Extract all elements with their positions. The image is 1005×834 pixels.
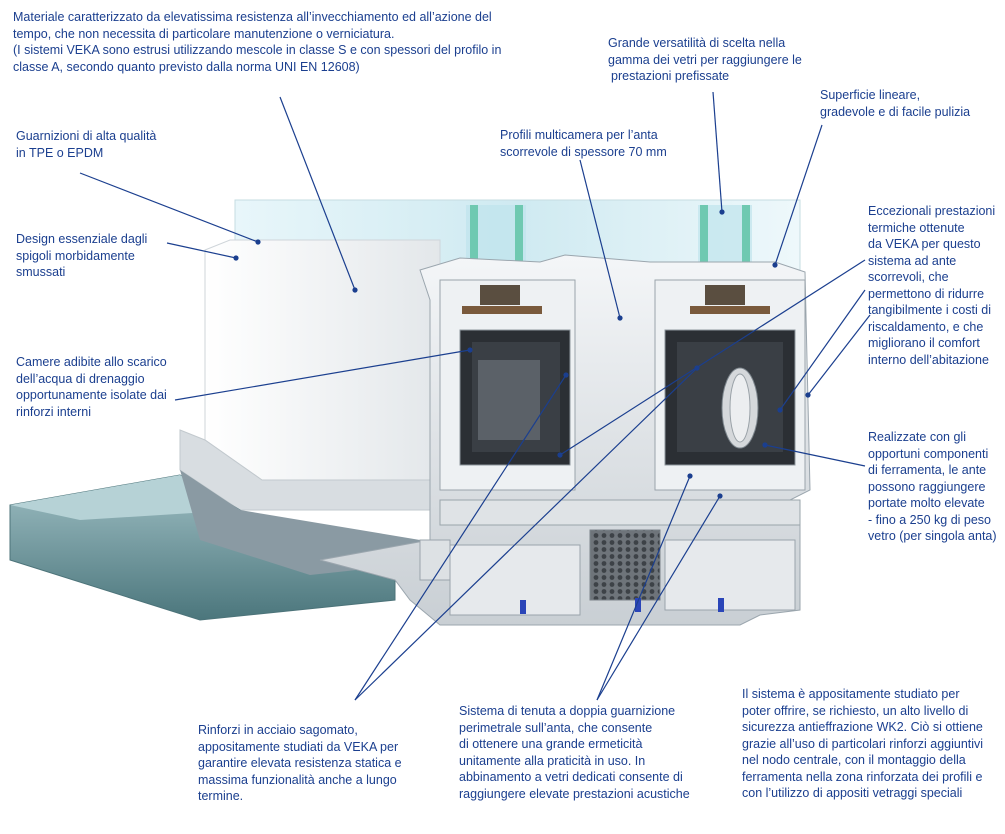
label-material: Materiale caratterizzato da elevatissima… xyxy=(13,10,502,74)
profile-cross-section xyxy=(319,254,811,626)
label-sealing: Sistema di tenuta a doppia guarnizione p… xyxy=(459,704,690,801)
label-security: Il sistema è appositamente studiato per … xyxy=(742,687,984,800)
label-hardware: Realizzate con gli opportuni componenti … xyxy=(868,430,997,543)
label-design: Design essenziale dagli spigoli morbidam… xyxy=(16,232,148,279)
label-gaskets: Guarnizioni di alta qualità in TPE o EPD… xyxy=(16,129,157,160)
label-thermal: Eccezionali prestazioni termiche ottenut… xyxy=(868,204,996,367)
label-multichamber: Profili multicamera per l’anta scorrevol… xyxy=(500,128,667,159)
label-reinforcement: Rinforzi in acciaio sagomato, appositame… xyxy=(198,723,402,803)
label-surface: Superficie lineare, gradevole e di facil… xyxy=(820,88,971,119)
sash-face xyxy=(179,239,441,511)
leader-lines xyxy=(79,91,871,701)
label-drainage: Camere adibite allo scarico dell’acqua d… xyxy=(16,355,167,419)
label-glass-choice: Grande versatilità di scelta nella gamma… xyxy=(608,36,802,83)
